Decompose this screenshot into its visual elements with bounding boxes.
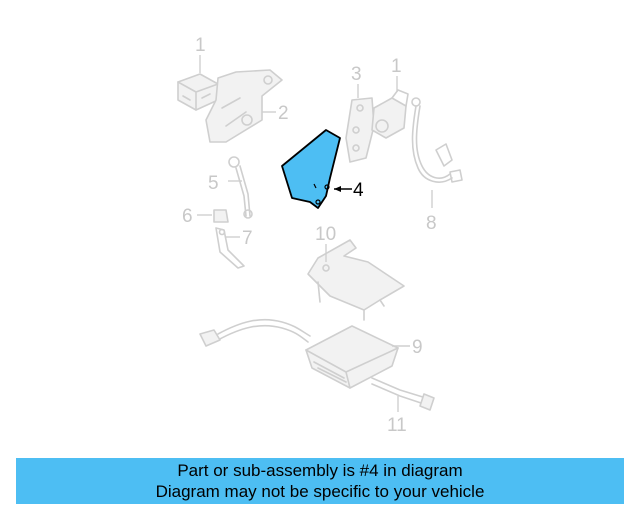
part-1-sensor-left (177, 55, 219, 111)
part-6-clip (197, 209, 229, 223)
callout-4: 4 (353, 180, 364, 201)
callout-1-right: 1 (391, 56, 402, 77)
callout-5: 5 (208, 173, 219, 194)
callout-3: 3 (351, 64, 362, 85)
callout-8: 8 (426, 213, 437, 234)
part-2-bracket (205, 69, 283, 143)
part-3-hinge-plate (345, 84, 375, 163)
part-10-mounting-plate (307, 239, 405, 321)
part-7-bracket-arm (215, 227, 245, 269)
banner-line-1: Part or sub-assembly is #4 in diagram (177, 461, 463, 480)
callout-11: 11 (387, 415, 407, 436)
parts-diagram: 1 2 3 1 8 5 (177, 35, 463, 436)
part-1-sensor-right (371, 76, 409, 139)
part-8-harness (411, 97, 463, 208)
callout-6: 6 (182, 206, 193, 227)
callout-2: 2 (278, 103, 289, 124)
info-banner: Part or sub-assembly is #4 in diagram Di… (16, 458, 624, 504)
callout-9: 9 (412, 337, 423, 358)
callout-10: 10 (315, 224, 336, 245)
part-5-link-rod (228, 156, 253, 219)
callout-7: 7 (242, 228, 253, 249)
part-4-highlighted-bracket (281, 129, 352, 209)
banner-line-2: Diagram may not be specific to your vehi… (155, 482, 485, 501)
part-9-control-module (199, 318, 435, 411)
callout-1-left: 1 (195, 35, 206, 56)
